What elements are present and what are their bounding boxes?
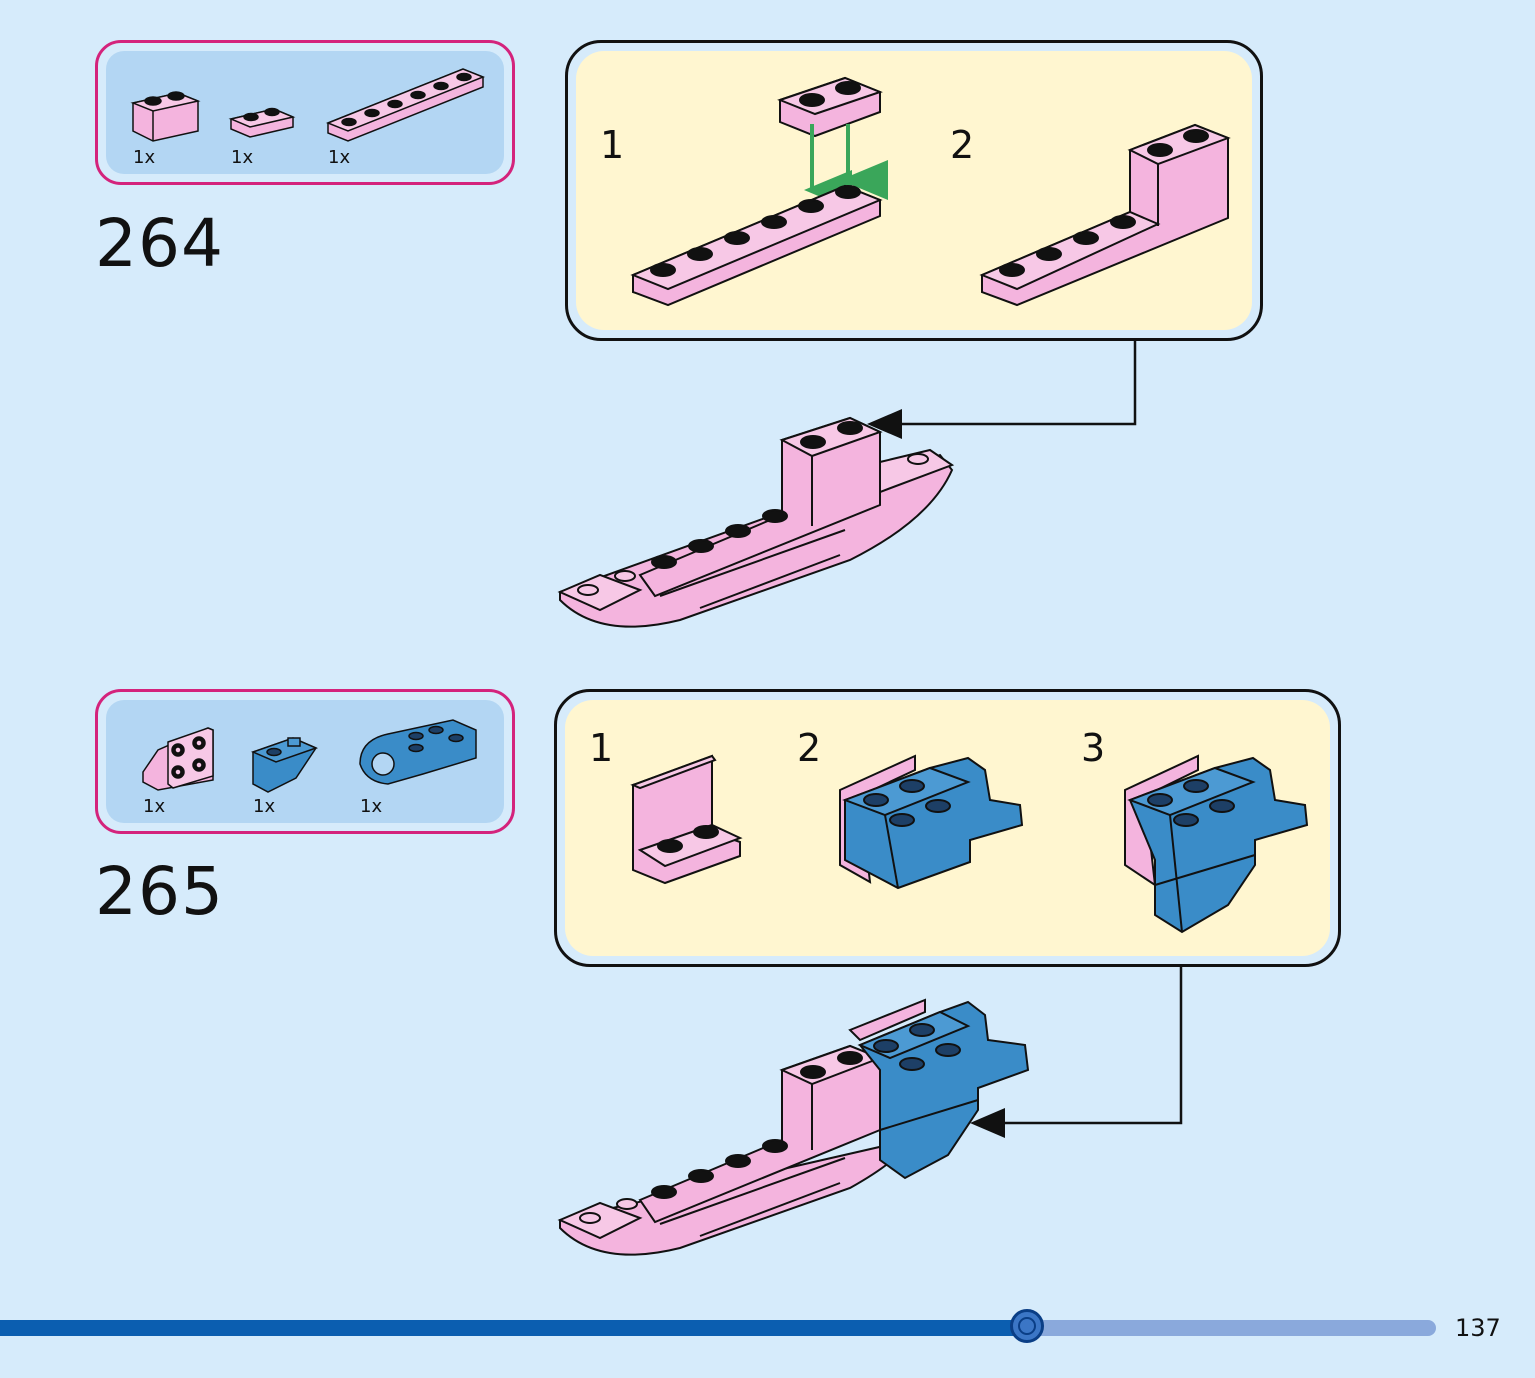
step-number: 264: [95, 205, 224, 282]
parts-list-step-264: 1x 1x 1x: [95, 40, 515, 185]
substep-number: 1: [600, 123, 625, 167]
callout-connector-arrow: [970, 967, 1183, 1138]
book-progress-bar[interactable]: [0, 1309, 1436, 1343]
part-quantity: 1x: [133, 147, 156, 168]
part-pink-brick-1x2: [130, 91, 201, 142]
substep-265-1-illustration: [630, 754, 743, 885]
part-pink-plate-1x6: [325, 68, 486, 142]
step-number: 265: [95, 853, 224, 930]
callout-connector-arrow: [867, 341, 1137, 439]
substep-number: 1: [589, 726, 614, 770]
page-number: 137: [1455, 1314, 1501, 1342]
substep-number: 2: [797, 726, 822, 770]
part-pink-plate-1x2: [228, 107, 296, 138]
substep-number: 3: [1081, 726, 1106, 770]
part-quantity: 1x: [143, 796, 166, 817]
part-quantity: 1x: [231, 147, 254, 168]
progress-fill: [0, 1320, 1027, 1336]
parts-list-step-265: 1x 1x 1x: [95, 689, 515, 834]
substep-265-3-illustration: [1124, 754, 1309, 934]
progress-knob[interactable]: [1010, 1309, 1044, 1343]
substep-265-2-illustration: [839, 754, 1024, 890]
part-blue-slope-inverted: [250, 737, 319, 793]
model-step-264: [557, 416, 955, 628]
model-step-265: [557, 998, 1030, 1256]
part-blue-hinge-brick: [359, 719, 477, 785]
substep-264-1-illustration: [630, 76, 888, 307]
part-quantity: 1x: [360, 796, 383, 817]
part-quantity: 1x: [253, 796, 276, 817]
part-pink-bracket-2x2: [142, 727, 214, 791]
substep-264-2-illustration: [979, 123, 1231, 307]
part-quantity: 1x: [328, 147, 351, 168]
substep-number: 2: [950, 123, 975, 167]
